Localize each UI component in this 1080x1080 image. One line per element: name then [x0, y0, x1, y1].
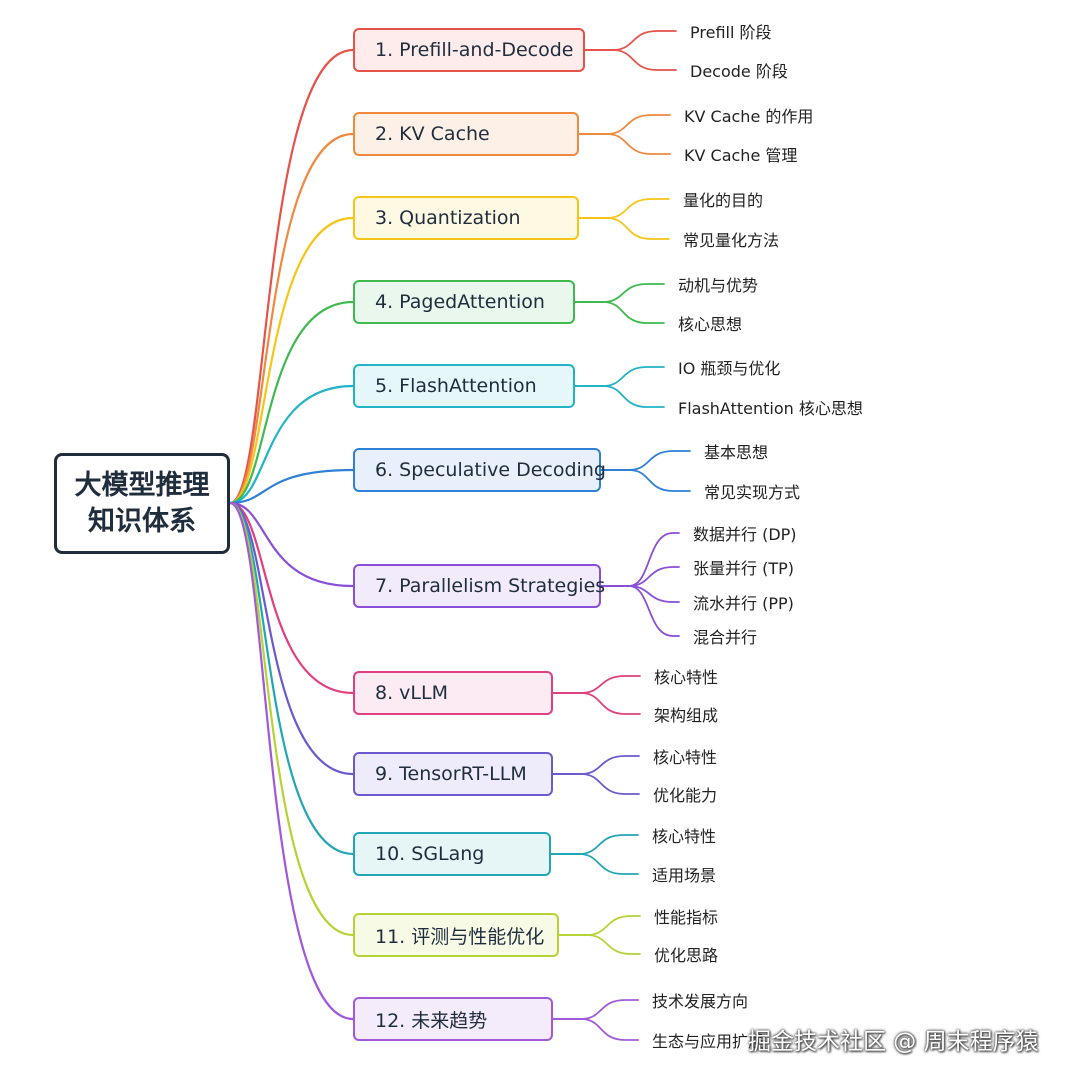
root-topic-connector [228, 48, 355, 505]
topic-label: 2. KV Cache [375, 123, 490, 145]
root-topic-connector [228, 501, 355, 776]
topic-node[interactable]: 11. 评测与性能优化 [353, 913, 559, 957]
leaf-node[interactable]: Prefill 阶段 [690, 23, 772, 42]
topic-node[interactable]: 5. FlashAttention [353, 364, 575, 408]
root-topic-connector [228, 501, 355, 1021]
topic-label: 6. Speculative Decoding [375, 459, 606, 481]
leaf-node[interactable]: IO 瓶颈与优化 [678, 359, 781, 378]
topic-node[interactable]: 10. SGLang [353, 832, 551, 876]
leaf-node[interactable]: 常见实现方式 [704, 483, 801, 502]
leaf-connector [580, 692, 641, 715]
topic-label: 4. PagedAttention [375, 291, 545, 313]
leaf-connector [628, 469, 691, 492]
root-topic-connector [228, 384, 355, 505]
leaf-connector [628, 450, 691, 471]
leaf-node[interactable]: 优化思路 [654, 946, 719, 965]
leaf-node[interactable]: 张量并行 (TP) [693, 559, 794, 578]
topic-node[interactable]: 6. Speculative Decoding [353, 448, 606, 492]
leaf-connector [612, 49, 677, 71]
topic-label: 8. vLLM [375, 682, 448, 704]
leaf-connector [602, 283, 665, 303]
leaf-node[interactable]: 核心思想 [678, 315, 743, 334]
leaf-node[interactable]: 生态与应用扩展 [652, 1032, 765, 1051]
leaf-connector [580, 1018, 639, 1041]
leaf-node[interactable]: Decode 阶段 [690, 62, 788, 81]
leaf-node[interactable]: 架构组成 [654, 706, 719, 725]
leaf-connector [586, 934, 641, 955]
leaf-connector [602, 385, 665, 408]
root-topic-connector [228, 501, 355, 695]
topic-label: 11. 评测与性能优化 [375, 925, 545, 948]
leaf-node[interactable]: KV Cache 管理 [684, 146, 798, 165]
leaf-node[interactable]: 适用场景 [652, 866, 717, 885]
root-topic-connector [228, 216, 355, 505]
root-topic-connector [228, 501, 355, 588]
root-title-line1: 大模型推理 [74, 470, 210, 502]
leaf-connector [606, 133, 671, 155]
root-topic-connector [228, 468, 355, 505]
topic-label: 10. SGLang [375, 843, 485, 865]
leaf-connector [602, 366, 665, 387]
leaf-node[interactable]: 性能指标 [654, 908, 719, 927]
topic-label: 1. Prefill-and-Decode [375, 39, 574, 61]
leaf-connector [580, 999, 639, 1020]
leaf-node[interactable]: 优化能力 [653, 786, 718, 805]
leaf-connector [586, 915, 641, 936]
topic-node[interactable]: 2. KV Cache [353, 112, 579, 156]
leaf-node[interactable]: KV Cache 的作用 [684, 107, 814, 126]
topic-label: 3. Quantization [375, 207, 521, 229]
leaf-connector [602, 301, 665, 324]
leaf-node[interactable]: 流水并行 (PP) [693, 594, 794, 613]
topic-node[interactable]: 1. Prefill-and-Decode [353, 28, 585, 72]
leaf-connector [612, 30, 677, 51]
leaf-connector [578, 853, 639, 875]
topic-node[interactable]: 3. Quantization [353, 196, 579, 240]
leaf-connector [628, 585, 680, 603]
leaf-connector [628, 566, 680, 587]
leaf-node[interactable]: 混合并行 [693, 628, 758, 647]
watermark-text: 掘金技术社区 @ 周末程序猿 [748, 1029, 1039, 1055]
leaf-connector [578, 834, 639, 855]
leaf-connector [606, 114, 671, 135]
topic-label: 12. 未来趋势 [375, 1009, 488, 1032]
root-node: 大模型推理 知识体系 [54, 453, 230, 554]
leaf-node[interactable]: FlashAttention 核心思想 [678, 399, 863, 418]
topic-label: 9. TensorRT-LLM [375, 763, 527, 785]
topic-label: 7. Parallelism Strategies [375, 575, 606, 597]
leaf-node[interactable]: 核心特性 [653, 748, 718, 767]
leaf-node[interactable]: 核心特性 [654, 668, 719, 687]
leaf-node[interactable]: 基本思想 [704, 443, 769, 462]
leaf-connector [580, 675, 641, 694]
topic-node[interactable]: 4. PagedAttention [353, 280, 575, 324]
root-topic-connector [228, 300, 355, 505]
leaf-node[interactable]: 量化的目的 [683, 191, 764, 210]
root-topic-connector [228, 501, 355, 856]
leaf-connector [606, 198, 670, 219]
leaf-connector [628, 532, 680, 587]
leaf-connector [606, 217, 670, 240]
topic-node[interactable]: 7. Parallelism Strategies [353, 564, 605, 608]
leaf-node[interactable]: 常见量化方法 [683, 231, 780, 250]
topic-node[interactable]: 9. TensorRT-LLM [353, 752, 553, 796]
root-title-line2: 知识体系 [88, 505, 196, 537]
leaf-connector [580, 755, 640, 775]
root-topic-connector [228, 132, 355, 505]
leaf-connector [628, 585, 680, 637]
topic-node[interactable]: 12. 未来趋势 [353, 997, 553, 1041]
leaf-node[interactable]: 数据并行 (DP) [693, 525, 797, 544]
leaf-node[interactable]: 动机与优势 [678, 276, 759, 295]
topic-label: 5. FlashAttention [375, 375, 537, 397]
leaf-connector [580, 773, 640, 795]
topic-node[interactable]: 8. vLLM [353, 671, 553, 715]
leaf-node[interactable]: 技术发展方向 [652, 992, 749, 1011]
leaf-node[interactable]: 核心特性 [652, 827, 717, 846]
